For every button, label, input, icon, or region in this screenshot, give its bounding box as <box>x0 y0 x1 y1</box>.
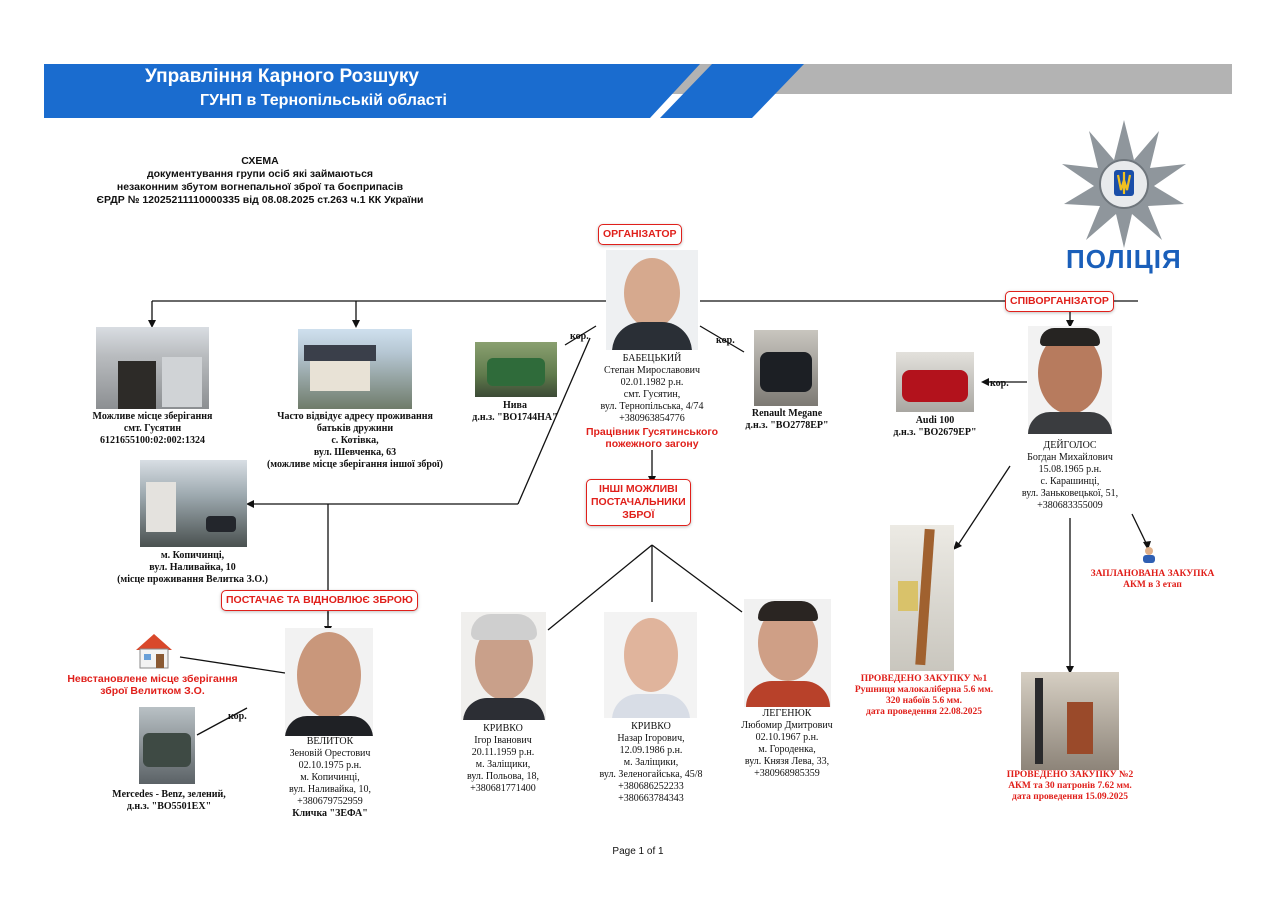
mercedes-caption: Mercedes - Benz, зелений, д.н.з. "ВО5501… <box>112 789 226 812</box>
velytok-photo <box>285 628 373 736</box>
niva-caption: Нива д.н.з. "ВО1744НА" <box>472 400 558 423</box>
kryvko-nazar-surname: КРИВКО <box>631 721 671 732</box>
purchase-1-caption: ПРОВЕДЕНО ЗАКУПКУ №1 Рушниця малокалібер… <box>840 674 1008 718</box>
purchase-1-text: Рушниця малокаліберна 5.6 мм. 320 набоїв… <box>854 685 994 717</box>
header-gray-band <box>666 64 1232 94</box>
babetsky-photo <box>606 250 698 350</box>
restores-weapons-label: ПОСТАЧАЄ ТА ВІДНОВЛЮЄ ЗБРОЮ <box>221 590 418 611</box>
velytok-nickname: Кличка "ЗЕФА" <box>292 808 368 819</box>
niva-car-photo <box>475 342 557 397</box>
kopychyntsi-photo <box>140 460 247 547</box>
scheme-header: СХЕМА документування групи осіб які займ… <box>60 155 460 207</box>
mercedes-car-photo <box>139 707 195 784</box>
garage-caption: Можливе місце зберігання смт. Гусятин 61… <box>92 411 213 446</box>
renault-car-photo <box>754 330 818 406</box>
kryvko-igor-photo <box>461 612 546 720</box>
kopychyntsi-caption: м. Копичинці, вул. Наливайка, 10 (місце … <box>117 550 268 585</box>
akm-purchase-photo <box>1021 672 1119 770</box>
babetsky-info: БАБЕЦЬКИЙ Степан Мирославович 02.01.1982… <box>560 353 744 425</box>
planned-purchase-caption: ЗАПЛАНОВАНА ЗАКУПКА АКМ в 3 етап <box>1090 569 1215 590</box>
house-caption: Часто відвідує адресу проживання батьків… <box>266 411 444 470</box>
purchase-2-text: АКМ та 30 патронів 7.62 мм. дата проведе… <box>1008 781 1132 802</box>
legeniuk-photo <box>744 599 831 707</box>
deigolos-info: ДЕЙГОЛОС Богдан Михайлович 15.08.1965 р.… <box>990 440 1150 512</box>
deigolos-surname: ДЕЙГОЛОС <box>1043 440 1097 451</box>
renault-caption: Renault Megane д.н.з. "ВО2778ЕР" <box>745 408 829 431</box>
purchase-1-title: ПРОВЕДЕНО ЗАКУПКУ №1 <box>860 674 988 684</box>
kryvko-nazar-photo <box>604 612 697 718</box>
kryvko-igor-info: КРИВКО Ігор Іванович 20.11.1959 р.н. м. … <box>428 723 578 795</box>
purchase-2-title: ПРОВЕДЕНО ЗАКУПКУ №2 <box>1006 770 1134 780</box>
kor-label-niva: кор. <box>570 331 589 342</box>
organizer-label: ОРГАНІЗАТОР <box>598 224 682 245</box>
babetsky-details: Степан Мирославович 02.01.1982 р.н. смт.… <box>600 365 704 424</box>
unknown-storage-caption: Невстановлене місце зберігання зброї Вел… <box>67 673 238 697</box>
page-number: Page 1 of 1 <box>612 846 664 857</box>
person-icon <box>1143 547 1155 563</box>
kryvko-nazar-details: Назар Ігорович, 12.09.1986 р.н. м. Заліщ… <box>599 733 703 804</box>
legeniuk-info: ЛЕГЕНЮК Любомир Дмитрович 02.10.1967 р.н… <box>712 708 862 780</box>
header-subtitle: ГУНП в Тернопільській області <box>200 92 447 109</box>
audi-car-photo <box>896 352 974 412</box>
kryvko-igor-details: Ігор Іванович 20.11.1959 р.н. м. Заліщик… <box>466 735 540 794</box>
header-blue-stripe <box>660 64 804 118</box>
scheme-line-1: документування групи осіб які займаються <box>146 168 374 180</box>
police-star-emblem <box>1062 120 1186 248</box>
purchase-2-caption: ПРОВЕДЕНО ЗАКУПКУ №2 АКМ та 30 патронів … <box>990 770 1150 803</box>
kryvko-igor-surname: КРИВКО <box>483 723 523 734</box>
velytok-surname: ВЕЛИТОК <box>306 736 354 747</box>
babetsky-surname: БАБЕЦЬКИЙ <box>622 353 682 364</box>
coorganizer-label: СПІВОРГАНІЗАТОР <box>1005 291 1114 312</box>
velytok-details: Зеновій Орестович 02.10.1975 р.н. м. Коп… <box>288 748 372 807</box>
audi-caption: Audi 100 д.н.з. "ВО2679ЕР" <box>893 415 977 438</box>
velytok-info: ВЕЛИТОК Зеновій Орестович 02.10.1975 р.н… <box>250 736 410 820</box>
kor-label-mercedes: кор. <box>228 711 247 722</box>
scheme-line-2: незаконним збутом вогнепальної зброї та … <box>116 181 404 193</box>
house-icon <box>136 634 172 669</box>
house-photo <box>298 329 412 409</box>
scheme-title: СХЕМА <box>241 155 279 167</box>
suppliers-label: ІНШІ МОЖЛИВІ ПОСТАЧАЛЬНИКИ ЗБРОЇ <box>586 479 691 526</box>
kor-label-renault: кор. <box>716 335 735 346</box>
garage-photo <box>96 327 209 409</box>
rifle-purchase-photo <box>890 525 954 671</box>
header-title: Управління Карного Розшуку <box>145 66 419 87</box>
header-blue-band <box>44 64 700 118</box>
deigolos-photo <box>1028 326 1112 434</box>
kor-label-audi: кор. <box>990 378 1009 389</box>
legeniuk-surname: ЛЕГЕНЮК <box>762 708 812 719</box>
kryvko-nazar-info: КРИВКО Назар Ігорович, 12.09.1986 р.н. м… <box>575 721 727 805</box>
babetsky-job: Працівник Гусятинського пожежного загону <box>585 426 719 450</box>
scheme-line-3: ЄРДР № 12025211110000335 від 08.08.2025 … <box>96 194 424 206</box>
police-label: ПОЛІЦІЯ <box>1066 244 1182 274</box>
legeniuk-details: Любомир Дмитрович 02.10.1967 р.н. м. Гор… <box>741 720 833 779</box>
deigolos-details: Богдан Михайлович 15.08.1965 р.н. с. Кар… <box>1021 452 1119 511</box>
